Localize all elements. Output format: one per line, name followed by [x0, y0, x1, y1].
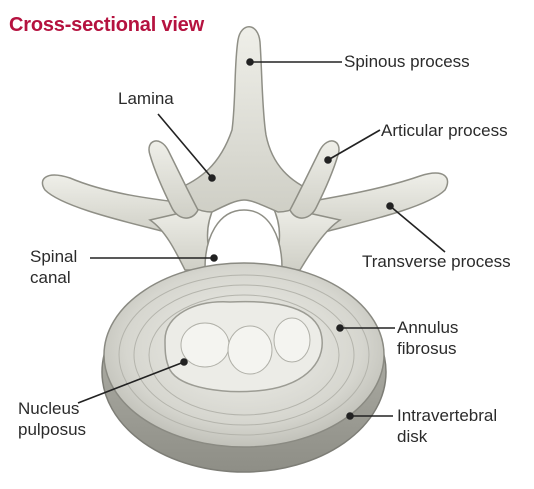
leader-dot [181, 359, 187, 365]
nucleus-lobe [274, 318, 310, 362]
leader-dot [211, 255, 217, 261]
label-line: Spinal [30, 246, 77, 267]
label-nucleus-pulposus: Nucleus pulposus [18, 398, 86, 440]
label-line: Annulus [397, 317, 458, 338]
nucleus-lobe [181, 323, 229, 367]
label-spinous-process: Spinous process [344, 51, 470, 72]
label-articular-process: Articular process [381, 120, 508, 141]
intervertebral-disk [102, 263, 386, 472]
label-intravertebral-disk: Intravertebral disk [397, 405, 497, 447]
label-line: pulposus [18, 419, 86, 440]
diagram-title: Cross-sectional view [9, 14, 204, 37]
leader-dot [247, 59, 253, 65]
label-line: Intravertebral [397, 405, 497, 426]
leader-dot [347, 413, 353, 419]
label-annulus-fibrosus: Annulus fibrosus [397, 317, 458, 359]
spinous-process-and-laminae [175, 27, 315, 212]
label-spinal-canal: Spinal canal [30, 246, 77, 288]
label-transverse-process: Transverse process [362, 251, 511, 272]
label-line: Nucleus [18, 398, 86, 419]
leader-transverse-process [390, 206, 445, 252]
label-line: canal [30, 267, 77, 288]
label-line: disk [397, 426, 497, 447]
leader-dot [387, 203, 393, 209]
leader-dot [325, 157, 331, 163]
nucleus-lobe [228, 326, 272, 374]
leader-dot [209, 175, 215, 181]
label-lamina: Lamina [118, 88, 174, 109]
label-line: fibrosus [397, 338, 458, 359]
leader-dot [337, 325, 343, 331]
